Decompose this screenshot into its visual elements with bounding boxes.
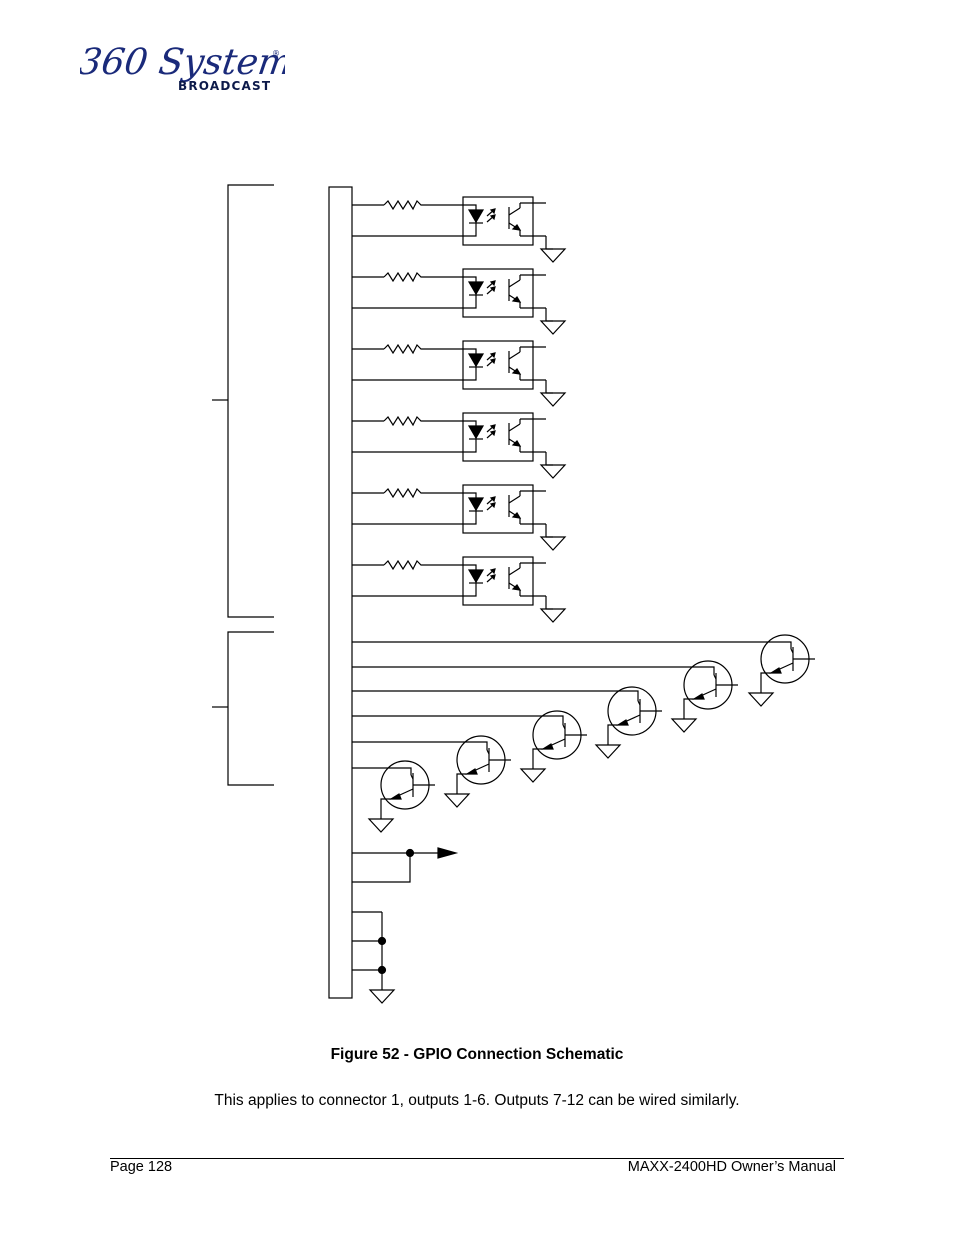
resistor-icon [383,415,463,427]
figure-caption: Figure 52 - GPIO Connection Schematic [330,1046,624,1063]
ground-icon [670,718,698,733]
emitter-arrow-icon [388,793,402,800]
opto-isolator-inputs [352,196,567,623]
led-icon [467,209,485,224]
opto-package [462,556,534,606]
gpio-connector [328,186,353,999]
output-transistor [352,634,815,707]
ground-icon [539,536,567,551]
ground-icon [368,989,396,1004]
resistor-icon [383,271,463,283]
opto-isolator [352,412,567,479]
output-transistor [352,660,738,733]
company-logo: 360 Systems ® BROADCAST [80,40,285,93]
logo-registered-mark: ® [272,49,280,58]
resistor-icon [383,343,463,355]
output-lead [352,741,488,750]
emitter-arrow-icon [768,667,782,674]
output-lead [352,767,412,775]
led-icon [467,425,485,440]
output-transistor [352,735,511,808]
logo-subtext: BROADCAST [178,79,271,93]
ground-icon [539,464,567,479]
ground-pins [352,911,396,1004]
ground-icon [443,793,471,808]
opto-package [462,484,534,534]
ground-icon [367,818,395,833]
opto-isolator [352,268,567,335]
ground-icon [539,608,567,623]
output-transistor [352,686,662,759]
ground-icon [539,248,567,263]
output-transistor [352,710,587,783]
input-bracket [212,184,274,618]
emitter-arrow-icon [615,719,629,726]
opto-isolator [352,556,567,623]
led-icon [467,353,485,368]
ground-icon [519,768,547,783]
body-note: This applies to connector 1, outputs 1-6… [214,1092,740,1109]
output-bracket [212,631,274,786]
ground-icon [594,744,622,759]
led-icon [467,569,485,584]
output-lead [352,690,639,701]
emitter-arrow-icon [691,693,705,700]
transistor-outputs [352,634,815,833]
ground-icon [539,392,567,407]
supply-output [352,847,459,883]
emitter-arrow-icon [464,768,478,775]
output-lead [352,715,564,725]
opto-package [462,196,534,246]
emitter-arrow-icon [540,743,554,750]
opto-isolator [352,340,567,407]
resistor-icon [383,199,463,211]
resistor-icon [383,559,463,571]
manual-title: MAXX-2400HD Owner’s Manual [627,1159,836,1175]
output-lead [352,666,715,675]
opto-isolator [352,484,567,551]
output-transistor [352,760,435,833]
opto-isolator [352,196,567,263]
led-icon [467,497,485,512]
opto-package [462,412,534,462]
output-lead [352,641,792,649]
page-number: Page 128 [110,1159,173,1175]
ground-icon [747,692,775,707]
opto-package [462,268,534,318]
arrow-icon [437,847,459,859]
footer-divider [110,1158,844,1159]
resistor-icon [383,487,463,499]
led-icon [467,281,485,296]
logo-wordmark: 360 Systems [80,40,285,83]
opto-package [462,340,534,390]
ground-icon [539,320,567,335]
